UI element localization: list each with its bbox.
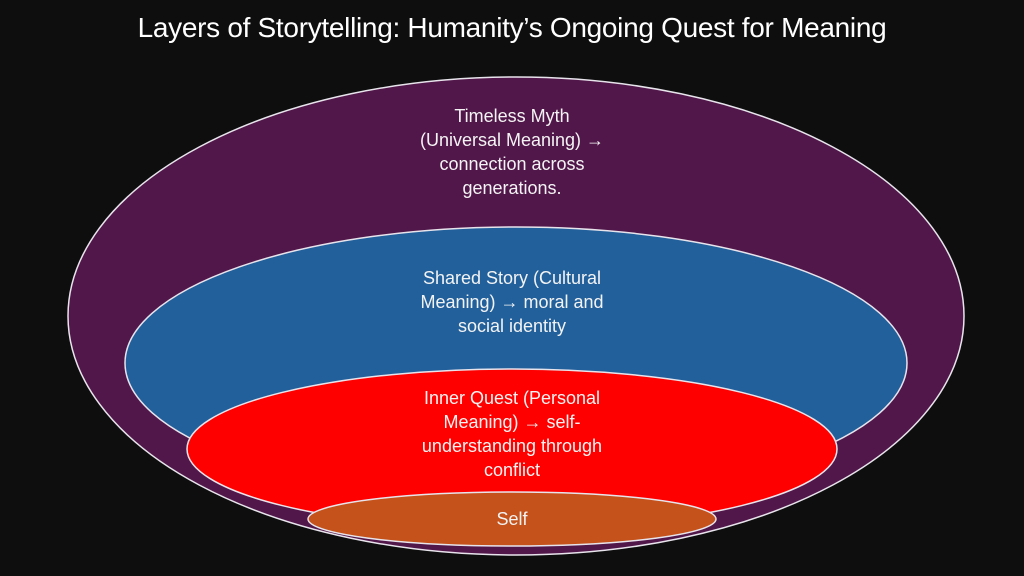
label-line: Meaning) → moral and: [420, 292, 604, 312]
label-line: understanding through: [421, 436, 603, 456]
self-ellipse: [307, 491, 717, 547]
shared-story-label: Shared Story (Cultural Meaning) → moral …: [362, 266, 662, 338]
diagram-title: Layers of Storytelling: Humanity’s Ongoi…: [137, 12, 887, 43]
label-line: generations.: [462, 178, 562, 198]
label-line: Shared Story (Cultural: [422, 268, 602, 288]
label-line: Inner Quest (Personal: [423, 388, 601, 408]
inner-quest-label: Inner Quest (Personal Meaning) → self- u…: [362, 386, 662, 482]
label-line: conflict: [483, 460, 541, 480]
label-line: connection across: [439, 154, 585, 174]
timeless-myth-label: Timeless Myth (Universal Meaning) → conn…: [362, 104, 662, 200]
label-line: (Universal Meaning) →: [419, 130, 605, 150]
self-label: Self: [412, 507, 612, 531]
label-line: Timeless Myth: [454, 106, 570, 126]
label-line: social identity: [457, 316, 567, 336]
label-line: Self: [496, 509, 528, 529]
label-line: Meaning) → self-: [443, 412, 581, 432]
